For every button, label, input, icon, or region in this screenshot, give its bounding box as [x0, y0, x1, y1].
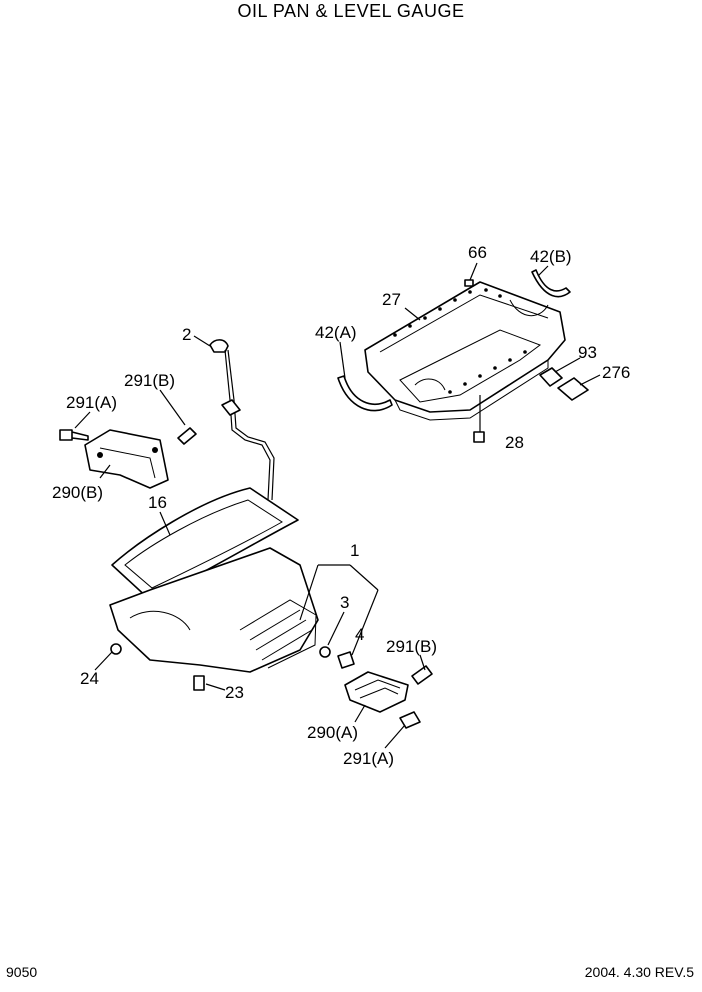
bracket-290a: [344, 671, 409, 713]
washer-3: [319, 646, 331, 658]
gasket-93: [539, 367, 563, 387]
bolt-291a-top: [59, 429, 89, 441]
bracket-290b: [84, 429, 169, 489]
page-title: OIL PAN & LEVEL GAUGE: [237, 1, 465, 21]
callout-27: 27: [382, 290, 401, 309]
nut-24: [110, 643, 122, 655]
drain-plug-4: [337, 651, 355, 669]
bolt-291a-bottom: [399, 711, 421, 729]
callout-291a-top: 291(A): [66, 393, 117, 412]
upper-oil-pan-part-27: [364, 281, 566, 421]
callout-66: 66: [468, 243, 487, 262]
callout-291a-bottom: 291(A): [343, 749, 394, 768]
bolt-23: [193, 675, 205, 691]
callout-276: 276: [602, 363, 630, 382]
callout-2: 2: [182, 325, 191, 344]
bolt-291b-bottom: [411, 665, 433, 685]
callout-16: 16: [148, 493, 167, 512]
callout-42a: 42(A): [315, 323, 357, 342]
callout-290b: 290(B): [52, 483, 103, 502]
callout-291b-top: 291(B): [124, 371, 175, 390]
callout-4: 4: [355, 625, 364, 644]
callout-24: 24: [80, 669, 99, 688]
level-gauge-part-2: [209, 339, 275, 501]
cover-276: [557, 377, 589, 401]
callout-42b: 42(B): [530, 247, 572, 266]
leader-lines: [74, 262, 601, 749]
callout-93: 93: [578, 343, 597, 362]
page-number: 9050: [6, 964, 38, 980]
revision-date: 2004. 4.30 REV.5: [584, 964, 694, 980]
callout-291b-bottom: 291(B): [386, 637, 437, 656]
arc-gasket-42a: [337, 375, 393, 412]
bolt-291b-top: [177, 427, 197, 445]
lower-oil-pan-part-1: [109, 547, 319, 673]
arc-gasket-42b: [531, 269, 571, 298]
bolt-28: [473, 431, 485, 443]
callout-23: 23: [225, 683, 244, 702]
callout-1: 1: [350, 541, 359, 560]
callout-290a: 290(A): [307, 723, 358, 742]
callout-3: 3: [340, 593, 349, 612]
plug-66: [464, 279, 474, 287]
callout-28: 28: [505, 433, 524, 452]
